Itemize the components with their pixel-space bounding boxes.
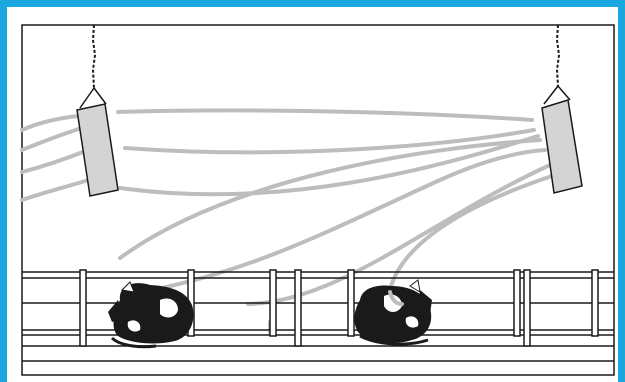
cow-right <box>354 279 432 346</box>
airflow-front <box>388 290 404 306</box>
stall-post <box>513 269 521 337</box>
stall-post <box>269 269 277 337</box>
cow-left-feet <box>110 336 157 349</box>
airflow-stream <box>388 174 554 292</box>
cow-right-body <box>354 285 432 343</box>
stall-posts <box>79 269 599 347</box>
cow-left-ear <box>120 281 135 293</box>
airflow-stream <box>20 114 80 132</box>
fan-left-body <box>76 103 119 197</box>
stall-post <box>523 269 531 347</box>
airflow-stream <box>20 148 90 174</box>
airflow-stream <box>20 176 97 202</box>
stall-post <box>294 269 302 347</box>
stall-post <box>79 269 87 347</box>
cow-left-spot <box>127 320 141 332</box>
stall-post <box>347 269 355 337</box>
hanger-left <box>79 87 107 109</box>
hanger-right <box>543 85 571 105</box>
cow-right-spot <box>384 294 402 312</box>
airflow-stream <box>118 138 542 260</box>
airflow-streams <box>20 108 554 334</box>
fan-right <box>541 24 583 194</box>
stall-post <box>591 269 599 337</box>
cow-right-head <box>418 290 432 314</box>
airflow-stream <box>118 134 540 197</box>
cow-left-body <box>113 283 194 344</box>
cow-right-feet <box>359 334 429 346</box>
airflow-stream <box>246 163 552 306</box>
chain-right <box>555 24 561 87</box>
cow-left-spot <box>160 298 178 318</box>
airflow-stream <box>123 128 536 155</box>
airflow-stream <box>116 108 534 122</box>
cow-left-head <box>108 300 124 322</box>
airflow-stream <box>388 290 404 306</box>
chain-left <box>91 24 97 89</box>
cow-right-ear <box>409 279 421 293</box>
fan-left <box>76 24 119 197</box>
cow-right-spot <box>405 316 419 328</box>
airflow-stream <box>20 126 84 152</box>
airflow-stream <box>150 148 547 292</box>
fan-right-body <box>541 99 583 194</box>
cow-left <box>108 281 194 349</box>
